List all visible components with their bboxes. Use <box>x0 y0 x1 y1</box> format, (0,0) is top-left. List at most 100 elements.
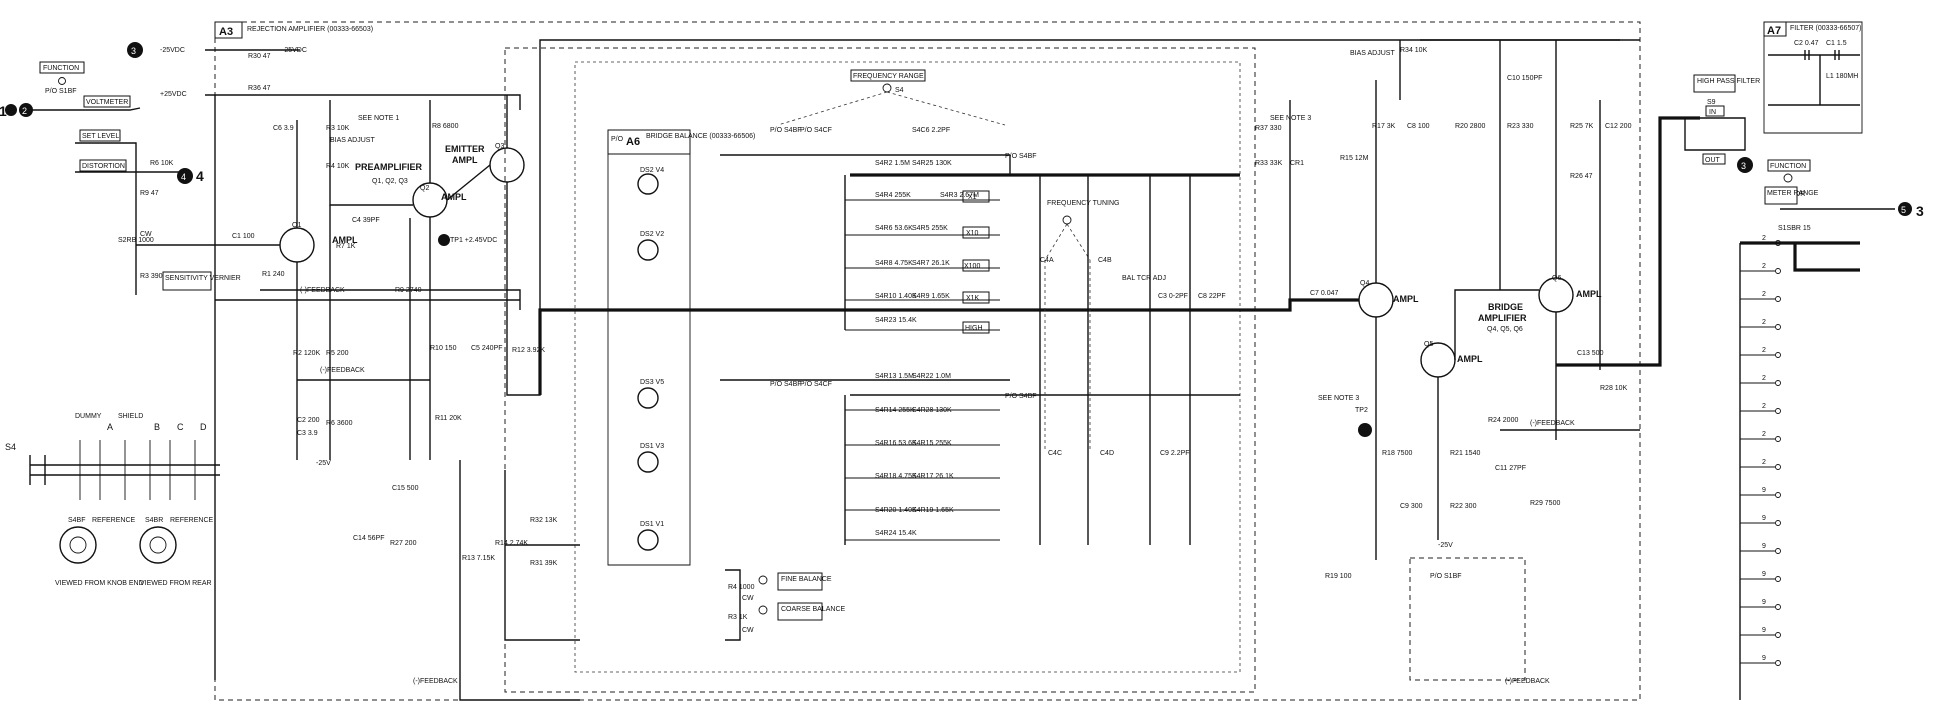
svg-text:S4R9 1.65K: S4R9 1.65K <box>912 293 950 300</box>
bridge-r22: R22 300 <box>1450 503 1477 510</box>
meter-function: FUNCTION <box>1770 163 1806 170</box>
offpage-ref-3-text: 3 <box>131 46 136 56</box>
bridge-r37: R37 330 <box>1255 125 1282 132</box>
tap-label: 2 <box>1762 375 1766 382</box>
r10-label: R10 150 <box>430 345 457 352</box>
a7-l1: L1 180MH <box>1826 73 1858 80</box>
sensitivity-vernier-label: SENSITIVITY VERNIER <box>165 275 241 282</box>
a6-label: A6 <box>626 136 640 148</box>
tap-label: 2 <box>1762 263 1766 270</box>
ampl-q1: AMPL <box>332 235 358 245</box>
r4-label: R4 10K <box>326 163 350 170</box>
range-x10: X10 <box>966 230 979 237</box>
bridge-s1bf: P/O S1BF <box>1430 573 1462 580</box>
neg25-low: -25V <box>316 460 331 467</box>
s4c6-label: S4C6 2.2PF <box>912 127 950 134</box>
s4bf-right: P/O S4BF <box>1005 153 1037 160</box>
c1-label: C1 100 <box>232 233 255 240</box>
offpage-ref-5 <box>1898 202 1912 216</box>
lamp-ds2-v2: DS2 V2 <box>637 231 664 261</box>
range-resistors-top: S4R2 1.5M S4R4 255K S4R6 53.6K S4R8 4.75… <box>875 160 979 324</box>
bridge-cr1: CR1 <box>1290 160 1304 167</box>
q6-label: Q6 <box>1552 275 1561 282</box>
offpage-ref-4-marker <box>177 168 193 184</box>
r8-label: R8 6800 <box>432 123 459 130</box>
fine-balance: FINE BALANCE <box>781 576 832 583</box>
bridge-r24: R24 2000 <box>1488 417 1518 424</box>
switch-wafer-rear <box>139 526 177 564</box>
lamp-ds3-v5: DS3 V5 <box>637 379 664 409</box>
freq-range-title: FREQUENCY RANGE <box>853 73 924 80</box>
bridge-title2: AMPLIFIER <box>1478 313 1527 323</box>
switch-diagram: DUMMY SHIELD A B C D S4 S4BF REFERENCE S… <box>5 413 220 587</box>
offpage-ref-1-text: 1 <box>0 103 7 119</box>
tap-terminal <box>1775 380 1781 386</box>
a3-label: A3 <box>219 26 233 38</box>
range-x1: X1 <box>968 194 977 201</box>
supply-rails: -25VDC -25VDC +25VDC R30 47 R36 47 -25V <box>160 47 521 680</box>
bridge-r21: R21 1540 <box>1450 450 1480 457</box>
distortion-label: DISTORTION <box>82 163 125 170</box>
bridge-c8: C8 100 <box>1407 123 1430 130</box>
svg-text:S4R3 2.67M: S4R3 2.67M <box>940 192 979 199</box>
tap-label: 9 <box>1762 655 1766 662</box>
q3-label: Q3 <box>495 143 504 150</box>
svg-text:S4R8 4.75K: S4R8 4.75K <box>875 260 913 267</box>
neg25-bridge: -25V <box>1438 542 1453 549</box>
q2-label: Q2 <box>420 185 429 192</box>
r32-label: R32 13K <box>530 517 558 524</box>
frequency-range-section: FREQUENCY RANGE S4 P/O S4BF P/O S4CF P/O… <box>720 69 1240 545</box>
svg-text:S4R22 1.0M: S4R22 1.0M <box>912 373 951 380</box>
svg-text:S4R17 26.1K: S4R17 26.1K <box>912 473 954 480</box>
c15-label: C15 500 <box>392 485 419 492</box>
emitter-label: EMITTER <box>445 144 485 154</box>
q3-transistor <box>489 147 525 183</box>
bridge-tp2: TP2 <box>1355 407 1368 414</box>
input-section: FUNCTION P/O S1BF VOLTMETER 1 2 3 SET LE… <box>0 42 241 295</box>
bridge-subtitle: Q4, Q5, Q6 <box>1487 326 1523 333</box>
q6-transistor <box>1538 277 1574 313</box>
viewed-knob: VIEWED FROM KNOB END <box>55 580 144 587</box>
svg-text:DS2 V4: DS2 V4 <box>640 167 664 174</box>
tap-label: 9 <box>1762 599 1766 606</box>
svg-text:S4R28 130K: S4R28 130K <box>912 407 952 414</box>
meter-range-title: METER RANGE <box>1767 190 1819 197</box>
offpage-ref-3-marker <box>127 42 143 58</box>
svg-text:DS2 V2: DS2 V2 <box>640 231 664 238</box>
r3b-label: R3 10K <box>326 125 350 132</box>
q1-transistor <box>279 227 315 263</box>
range-high: HIGH <box>965 325 983 332</box>
tap-terminal <box>1775 520 1781 526</box>
c4a-label: C4A <box>1040 257 1054 264</box>
c5-label: C5 240PF <box>471 345 503 352</box>
range-x100: X100 <box>964 263 980 270</box>
ampl-q4: AMPL <box>1393 294 1419 304</box>
svg-text:S4R13 1.5M: S4R13 1.5M <box>875 373 914 380</box>
ampl-q6: AMPL <box>1576 289 1602 299</box>
r6-label: R6 10K <box>150 160 174 167</box>
svg-text:DS1 V1: DS1 V1 <box>640 521 664 528</box>
balance-cw2: CW <box>742 627 754 634</box>
tp2-marker <box>1358 423 1372 437</box>
svg-text:S4R14 255K: S4R14 255K <box>875 407 915 414</box>
tap-terminal <box>1775 268 1781 274</box>
r12-label: R12 3.92K <box>512 347 545 354</box>
s2rb-label: S2RB 1000 <box>118 237 154 244</box>
a3-title: REJECTION AMPLIFIER (00333-66503) <box>247 26 373 33</box>
function-label: FUNCTION <box>43 65 79 72</box>
c3-label: C3 3.9 <box>297 430 318 437</box>
svg-text:S4R16 53.6K: S4R16 53.6K <box>875 440 917 447</box>
a7-c1: C1 1.5 <box>1826 40 1847 47</box>
tap-label: 9 <box>1762 515 1766 522</box>
balance-controls: FINE BALANCE COARSE BALANCE R4 1000 R3 1… <box>725 569 846 641</box>
c4c-label: C4C <box>1048 450 1062 457</box>
viewed-rear: VIEWED FROM REAR <box>140 580 212 587</box>
hpf-in: IN <box>1709 109 1716 116</box>
svg-text:S4R24 15.4K: S4R24 15.4K <box>875 530 917 537</box>
svg-text:S4R7 26.1K: S4R7 26.1K <box>912 260 950 267</box>
s4cf-label-2: P/O S4CF <box>800 381 832 388</box>
a7-filter-frame: A7 FILTER (00333-66507) C2 0.47 C1 1.5 L… <box>1763 21 1863 134</box>
offpage-ref-4-big: 4 <box>196 168 204 184</box>
c4b-label: C4B <box>1098 257 1112 264</box>
